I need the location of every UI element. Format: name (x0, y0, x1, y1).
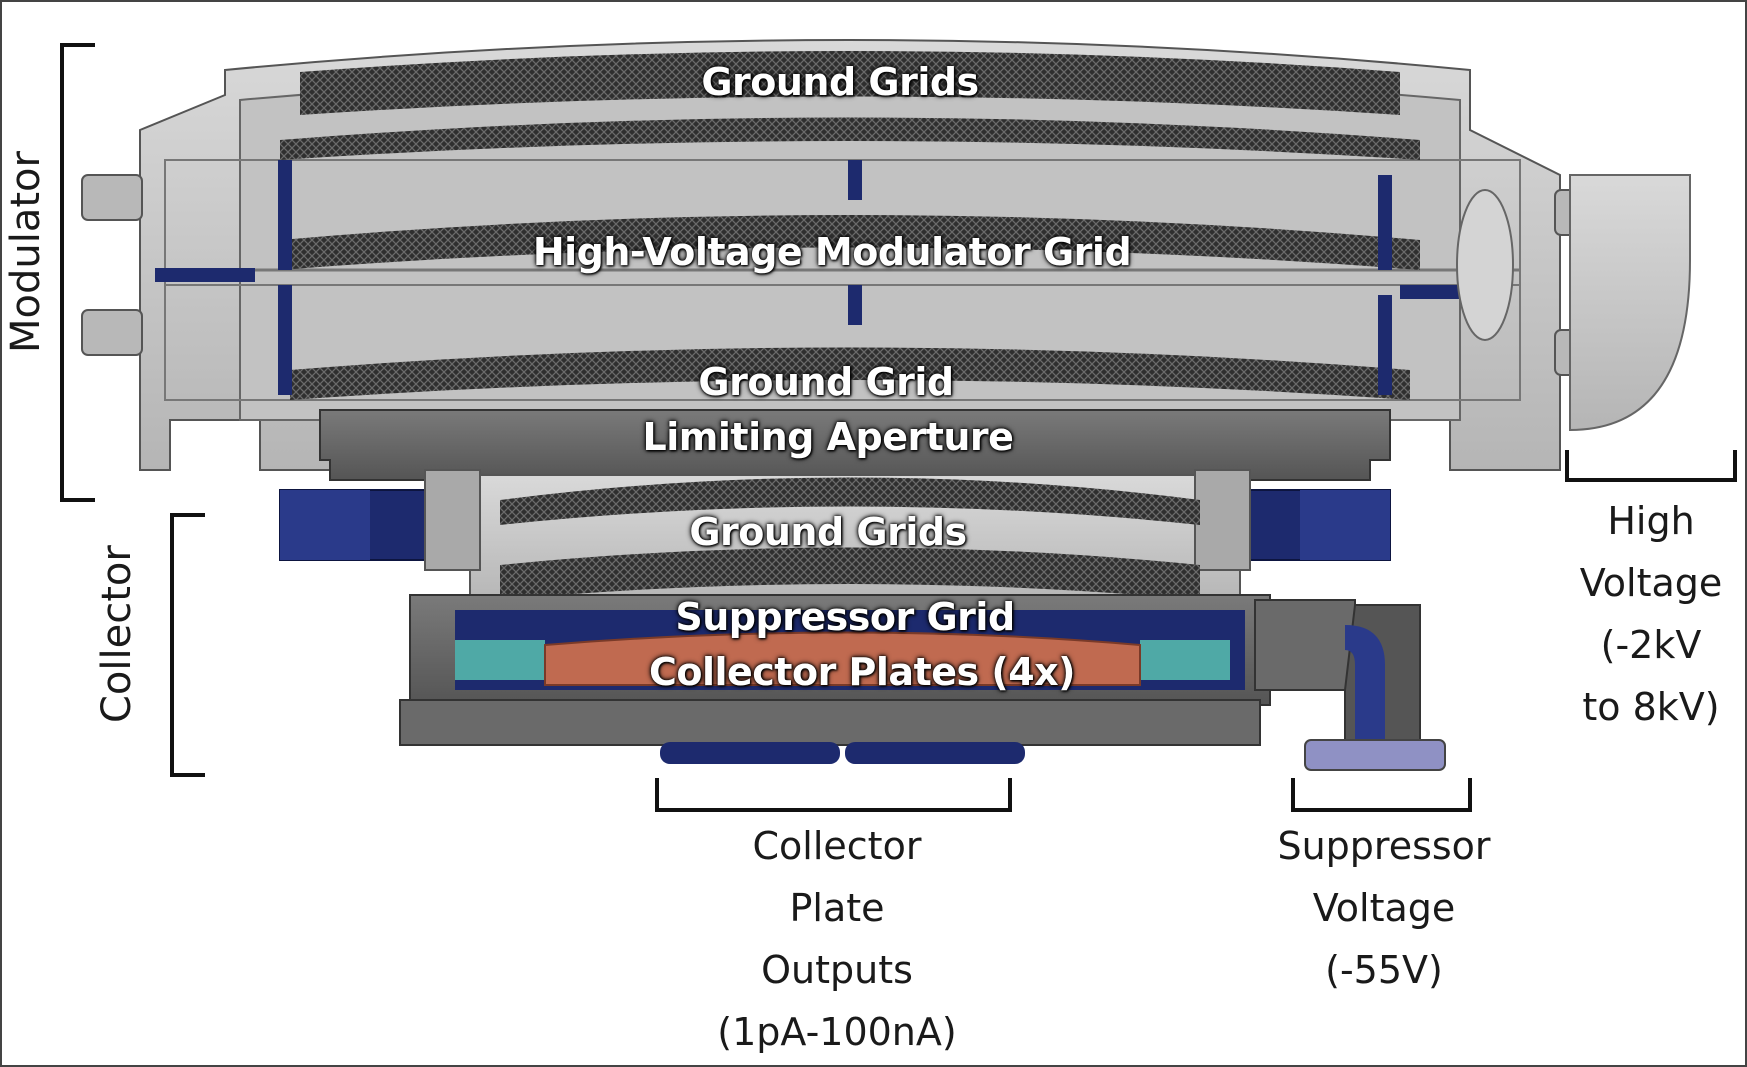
high-voltage-bracket (1565, 450, 1737, 482)
collector-plate-outputs-label: Collector Plate Outputs (1pA-100nA) (717, 824, 957, 1054)
modulator-label: Modulator (3, 151, 49, 353)
suppressor-grid-label: Suppressor Grid (675, 595, 1015, 639)
suppressor-voltage-label: Suppressor Voltage (-55V) (1277, 824, 1491, 992)
grid-meshes (280, 51, 1420, 400)
collector-housing (399, 469, 1271, 764)
ground-grid-label: Ground Grid (698, 360, 954, 404)
suppressor-grid-mesh (500, 547, 1200, 600)
limiting-aperture-label: Limiting Aperture (642, 415, 1014, 459)
limiting-aperture-plate (319, 409, 1391, 481)
suppressor-connector (1254, 599, 1446, 771)
ground-grids-top-label: Ground Grids (701, 60, 979, 104)
hv-connector (1456, 174, 1691, 432)
collector-plates (544, 631, 1141, 686)
suppressor-bracket (1291, 778, 1472, 812)
hv-modulator-grid-label: High-Voltage Modulator Grid (532, 230, 1132, 274)
collector-bracket (170, 513, 205, 777)
collector-outputs-bracket (655, 778, 1012, 812)
ground-grid-mesh (290, 347, 1410, 400)
modulator-bracket (60, 43, 95, 502)
hv-modulator-grid-mesh (280, 215, 1420, 270)
ground-grids-lower-label: Ground Grids (689, 510, 967, 554)
collector-plates-label: Collector Plates (4x) (648, 650, 1076, 694)
high-voltage-output-label: High Voltage (-2kV to 8kV) (1579, 499, 1723, 729)
ground-grids-lower-mesh (500, 477, 1200, 525)
collector-label: Collector (94, 545, 140, 723)
brackets (60, 43, 1737, 812)
ground-grids-top-mesh (300, 51, 1400, 115)
